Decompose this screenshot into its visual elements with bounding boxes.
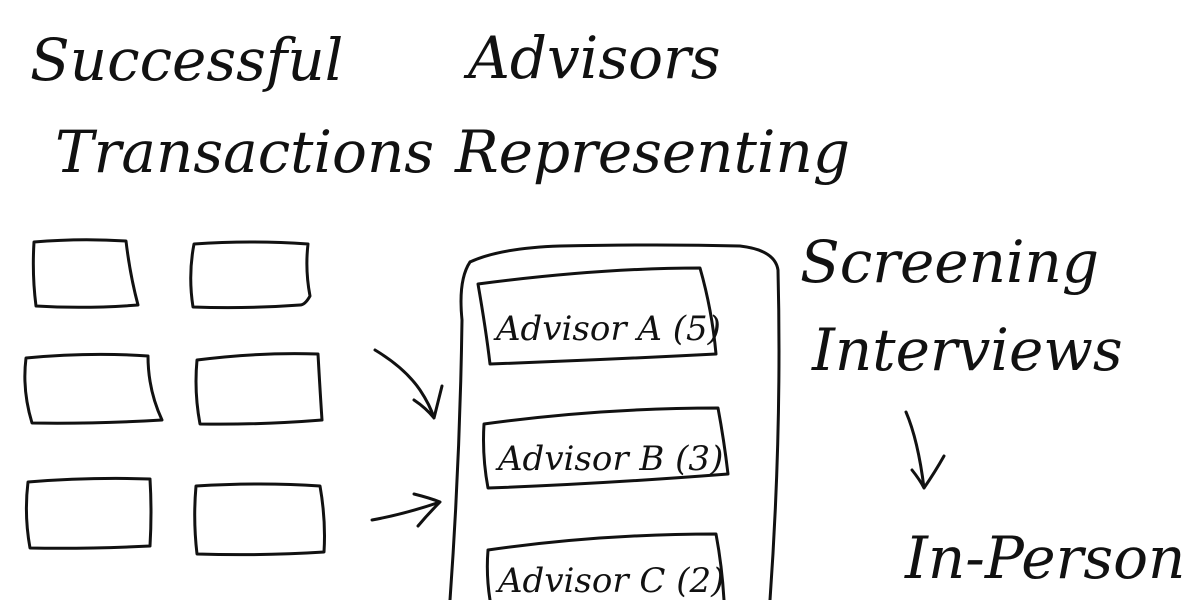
heading-representing: Representing — [454, 118, 850, 186]
transaction-grid — [23, 238, 326, 557]
advisor-card-b: Advisor B (3) — [482, 406, 730, 490]
heading-successful: Successful — [30, 26, 343, 94]
heading-advisors: Advisors — [463, 24, 721, 92]
transaction-box — [24, 476, 153, 550]
transaction-box — [194, 352, 324, 426]
arrow-icon — [373, 348, 444, 420]
transaction-box — [23, 352, 164, 425]
advisor-label: Advisor B (3) — [495, 439, 723, 479]
advisor-label: Advisor A (5) — [493, 309, 721, 349]
transaction-box — [189, 240, 312, 310]
advisor-card-c: Advisor C (2) — [485, 532, 726, 600]
stage-in-person: In-Person — [904, 524, 1185, 592]
arrow-down-icon — [904, 410, 946, 490]
arrow-icon — [370, 492, 442, 528]
stage-interviews: Interviews — [811, 316, 1123, 384]
advisors-container — [448, 243, 781, 600]
transaction-box — [31, 238, 140, 309]
advisor-label: Advisor C (2) — [495, 561, 724, 600]
stage-screening: Screening — [800, 228, 1099, 296]
heading-transactions: Transactions — [55, 118, 434, 186]
transaction-box — [193, 482, 326, 557]
advisor-card-a: Advisor A (5) — [476, 266, 721, 366]
